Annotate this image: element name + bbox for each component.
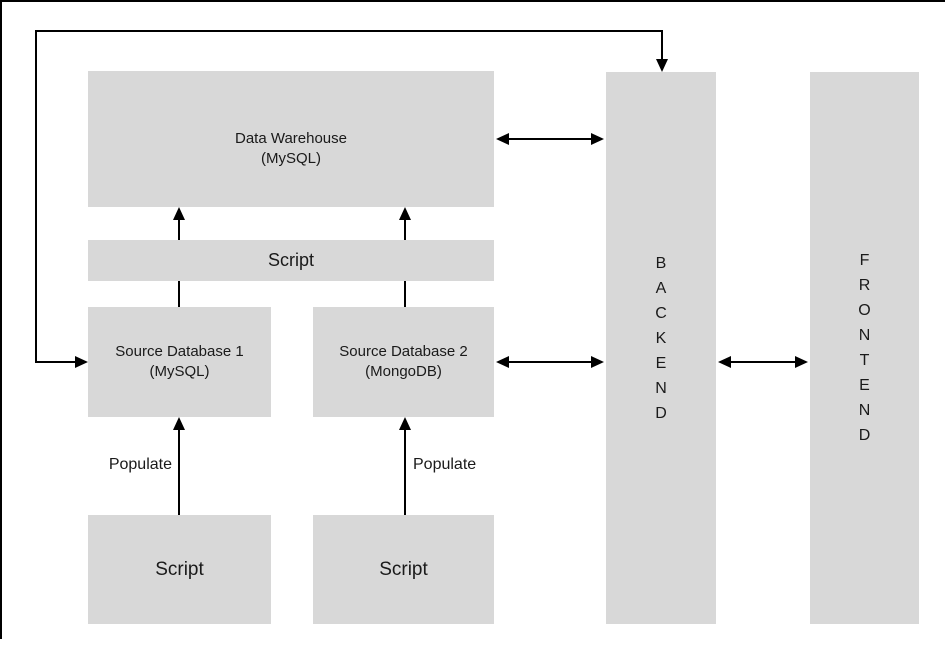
node-etl-script: Script bbox=[88, 240, 494, 281]
node-sublabel: (MySQL) bbox=[261, 150, 321, 167]
node-label: Source Database 2 bbox=[339, 343, 468, 360]
node-populate-script-1: Script bbox=[88, 515, 271, 624]
connector-backend-source-db1 bbox=[35, 30, 668, 368]
arrow-script-to-warehouse-right bbox=[399, 207, 411, 240]
node-source-database-2: Source Database 2 (MongoDB) bbox=[313, 307, 494, 417]
arrow-populate-script1-to-source-db1 bbox=[173, 417, 185, 515]
connector-source-db2-backend bbox=[496, 356, 604, 368]
node-label: Source Database 1 bbox=[115, 343, 244, 360]
connector-warehouse-backend bbox=[496, 133, 604, 145]
node-data-warehouse: Data Warehouse (MySQL) bbox=[88, 71, 494, 207]
arrowhead-up-icon bbox=[173, 417, 185, 430]
node-sublabel: (MySQL) bbox=[149, 363, 210, 380]
arrowhead-down-icon bbox=[656, 59, 668, 72]
node-label: Data Warehouse bbox=[234, 130, 347, 147]
arrow-script-to-warehouse-left bbox=[173, 207, 185, 240]
arrowhead-right-icon bbox=[795, 356, 808, 368]
arrowhead-right-icon bbox=[591, 133, 604, 145]
node-populate-script-2: Script bbox=[313, 515, 494, 624]
edge-label-populate-1: Populate bbox=[108, 456, 172, 473]
arrow-populate-script2-to-source-db2 bbox=[399, 417, 411, 515]
arrowhead-up-icon bbox=[399, 417, 411, 430]
arrowhead-left-icon bbox=[718, 356, 731, 368]
arrowhead-up-icon bbox=[399, 207, 411, 220]
arrowhead-up-icon bbox=[173, 207, 185, 220]
frame-border-left bbox=[0, 0, 2, 639]
node-label: Script bbox=[379, 558, 428, 580]
connector-backend-frontend bbox=[718, 356, 808, 368]
arrowhead-left-icon bbox=[496, 356, 509, 368]
frame-border-top bbox=[0, 0, 945, 2]
arrowhead-right-icon bbox=[75, 356, 88, 368]
node-sublabel: (MongoDB) bbox=[365, 363, 442, 380]
arrowhead-right-icon bbox=[591, 356, 604, 368]
node-source-database-1: Source Database 1 (MySQL) bbox=[88, 307, 271, 417]
arrowhead-left-icon bbox=[496, 133, 509, 145]
edge-label-populate-2: Populate bbox=[413, 456, 477, 473]
node-label: Script bbox=[155, 558, 204, 580]
node-label: Script bbox=[267, 250, 314, 270]
